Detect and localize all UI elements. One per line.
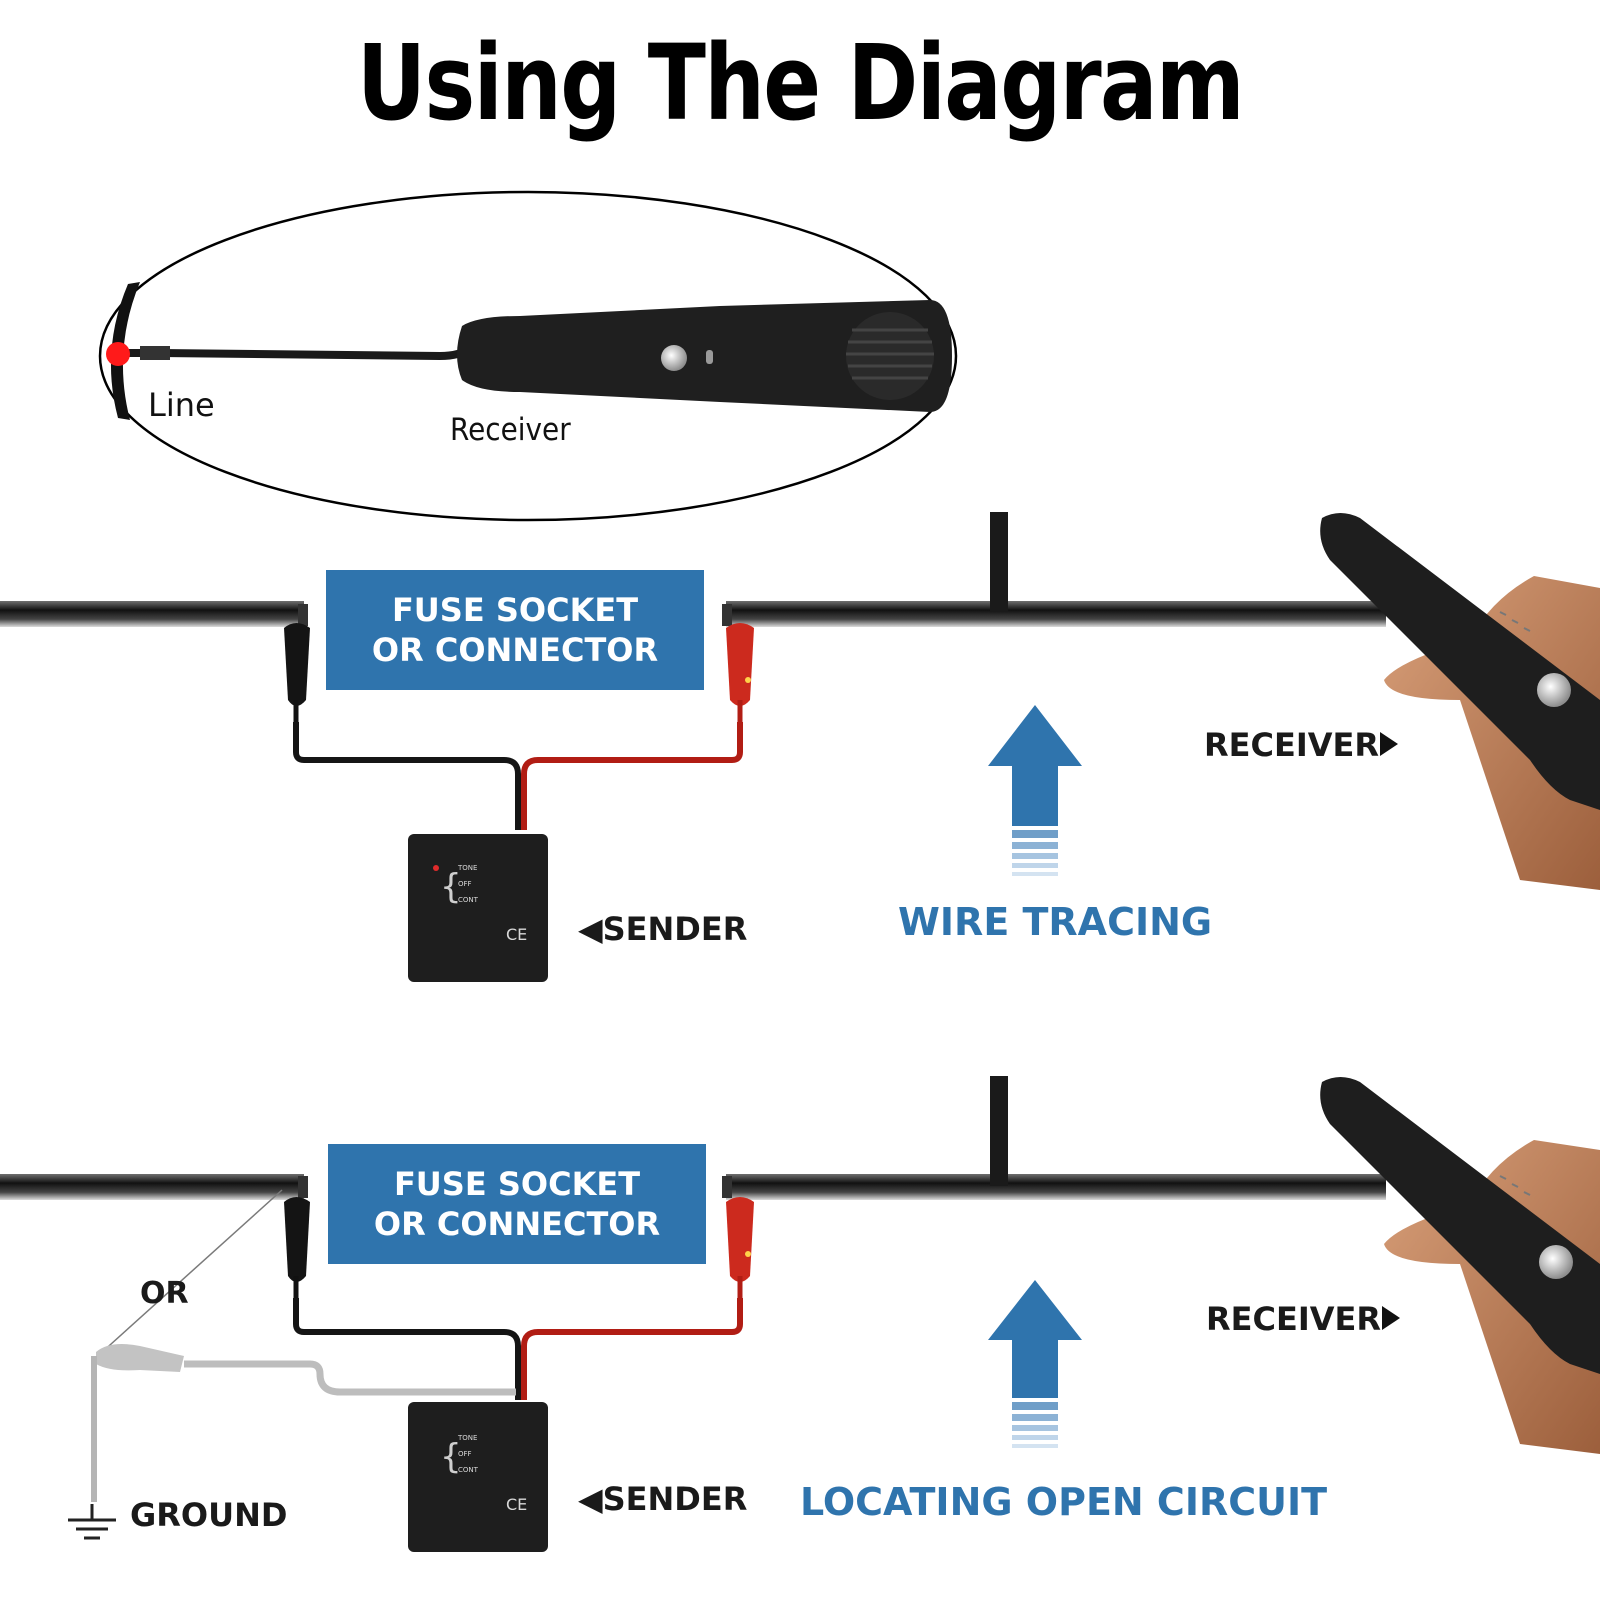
ground-label: GROUND: [130, 1496, 288, 1534]
ce-mark: CE: [506, 925, 527, 944]
receiver-label: RECEIVER: [1204, 726, 1380, 764]
switch-label-cont: CONT: [458, 896, 479, 904]
black-lead: [293, 722, 521, 830]
sender-label: ◀SENDER: [578, 910, 747, 948]
svg-text:{: {: [440, 1437, 462, 1477]
svg-text:{: {: [440, 867, 462, 907]
red-clip: [722, 1176, 754, 1300]
sender-label-text: SENDER: [602, 910, 748, 948]
receiver-arrow-icon: [1382, 1306, 1400, 1330]
fuse-socket-box-bottom: FUSE SOCKET OR CONNECTOR: [328, 1144, 706, 1264]
up-arrow-icon: [988, 1280, 1082, 1448]
sender-led: [433, 865, 439, 871]
ground-icon: [68, 1504, 116, 1540]
panel-wire-tracing: { TONE OFF CONT CE: [0, 512, 1600, 982]
page-title: Using The Diagram: [356, 22, 1245, 144]
fuse-box-line2: OR CONNECTOR: [373, 1205, 661, 1243]
wire-left: [0, 1174, 304, 1200]
red-lead: [521, 1298, 743, 1400]
receiver-device-inset: [457, 300, 952, 412]
probe-tip: [140, 346, 170, 360]
wire-branch: [990, 1076, 1008, 1186]
wire-branch: [990, 512, 1008, 612]
wire-right: [726, 1174, 1386, 1200]
switch-label-tone: TONE: [457, 864, 477, 872]
fuse-box-line1: FUSE SOCKET: [393, 1165, 641, 1203]
contact-point-marker: [106, 342, 130, 366]
left-arrow-icon: ◀: [578, 1480, 603, 1518]
or-label: OR: [140, 1276, 189, 1311]
switch-label-cont: CONT: [458, 1466, 479, 1474]
inset-line-label: Line: [148, 386, 215, 424]
inset-receiver-label: Receiver: [450, 412, 572, 448]
inset-ellipse: Line Receiver: [98, 190, 958, 522]
sender-device: { TONE OFF CONT CE: [408, 1402, 548, 1552]
black-clip: [284, 604, 310, 724]
receiver-label: RECEIVER: [1206, 1300, 1382, 1338]
black-lead: [293, 1298, 521, 1400]
line-wire-edge: [110, 282, 140, 420]
wire-left: [0, 601, 304, 627]
sender-device: { TONE OFF CONT CE: [408, 834, 548, 982]
mode-caption: LOCATING OPEN CIRCUIT: [800, 1480, 1328, 1524]
switch-label-tone: TONE: [457, 1434, 477, 1442]
speaker-grille-icon: [846, 312, 934, 400]
sender-label: ◀SENDER: [578, 1480, 747, 1518]
black-clip: [284, 1176, 310, 1300]
ce-mark: CE: [506, 1495, 527, 1514]
receiver-indicator-inset: [706, 350, 713, 364]
panel-open-circuit: { TONE OFF CONT CE: [0, 1076, 1600, 1552]
receiver-in-hand: [1320, 1077, 1600, 1454]
red-lead: [521, 722, 743, 830]
up-arrow-icon: [988, 705, 1082, 876]
red-clip: [722, 604, 754, 724]
sender-label-text: SENDER: [602, 1480, 748, 1518]
receiver-in-hand: [1320, 513, 1600, 890]
fuse-socket-box-top: FUSE SOCKET OR CONNECTOR: [326, 570, 704, 690]
fuse-box-line2: OR CONNECTOR: [371, 631, 659, 669]
fuse-box-line1: FUSE SOCKET: [391, 591, 639, 629]
receiver-button-inset: [661, 345, 687, 371]
receiver-arrow-icon: [1380, 732, 1398, 756]
left-arrow-icon: ◀: [578, 910, 603, 948]
ground-alt-lead: [91, 1189, 516, 1502]
mode-caption: WIRE TRACING: [898, 900, 1213, 944]
wire-right: [726, 601, 1386, 627]
switch-label-off: OFF: [458, 1450, 472, 1458]
switch-label-off: OFF: [458, 880, 472, 888]
